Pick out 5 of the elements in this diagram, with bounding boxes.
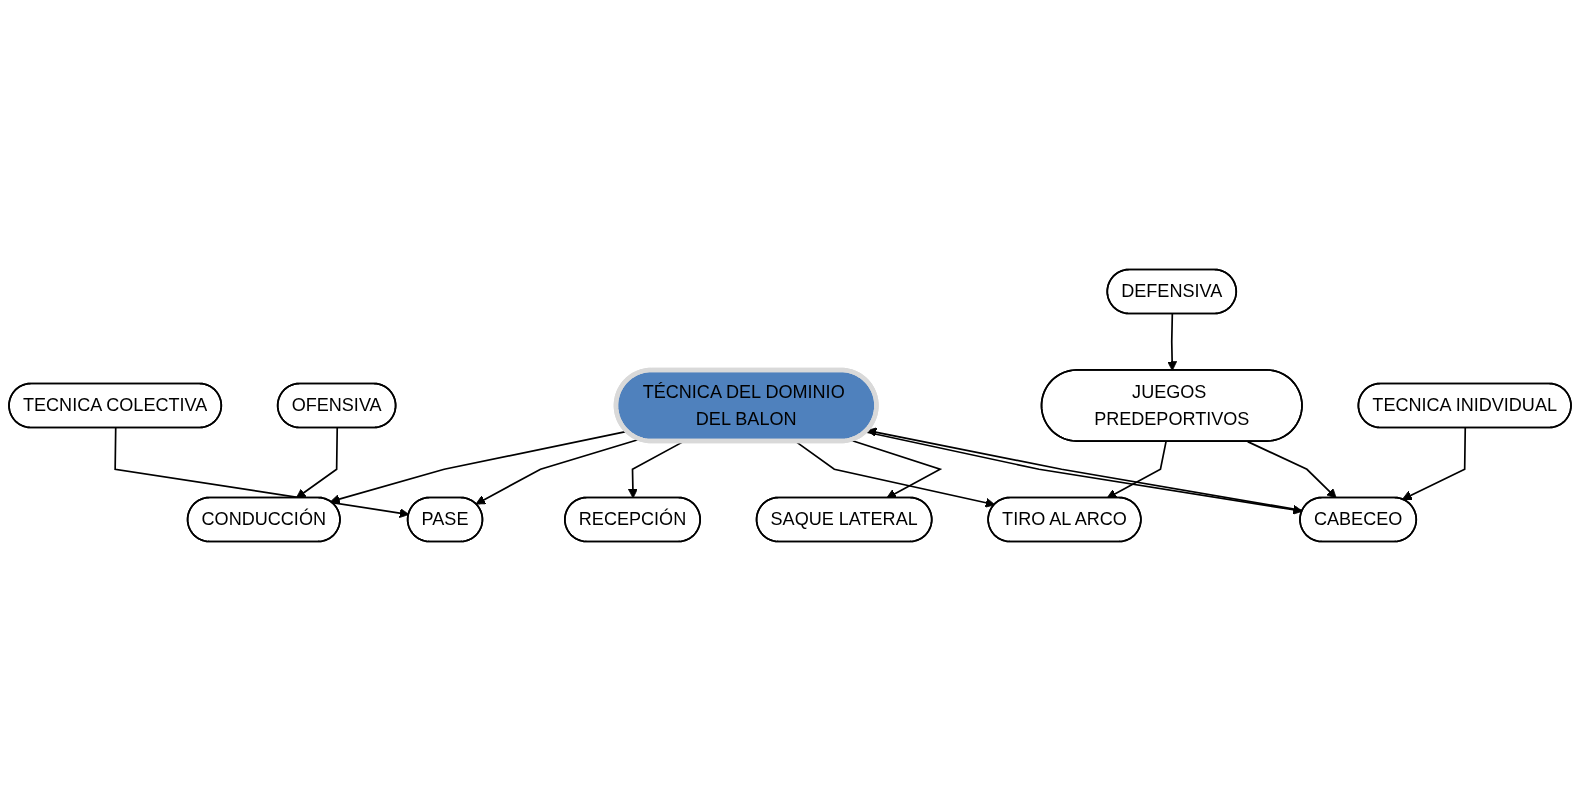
arrow [295, 427, 339, 499]
arrow [1246, 440, 1337, 499]
arrow [1402, 427, 1467, 500]
arrow [1167, 313, 1178, 371]
arrow [1106, 440, 1167, 499]
